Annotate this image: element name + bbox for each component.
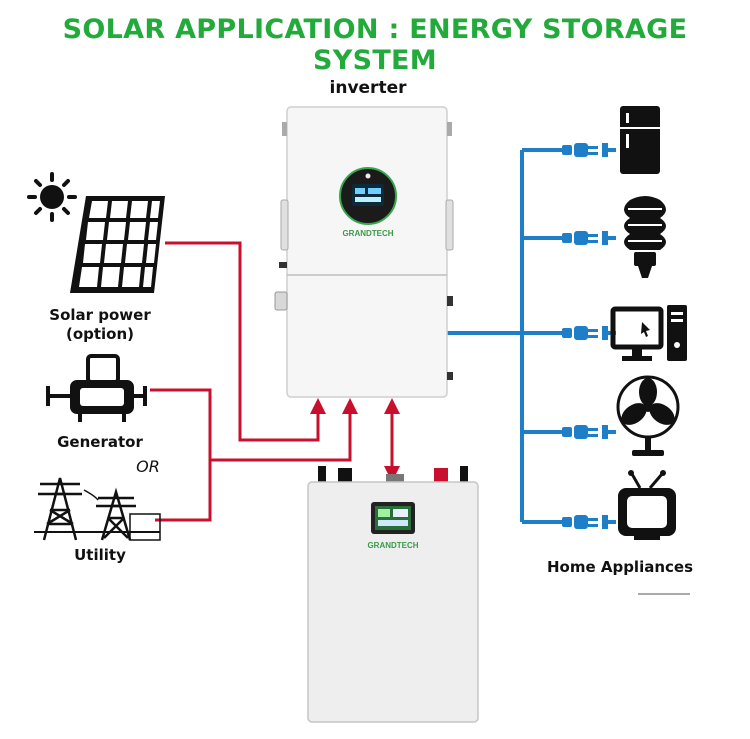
inverter-label: inverter [329, 78, 407, 98]
battery-unit: GRANDTECH [307, 466, 479, 723]
inverter-unit: GRANDTECH [274, 106, 454, 398]
solar-label: Solar power (option) [20, 306, 180, 344]
power-tower-icon [34, 477, 161, 541]
fan-icon [616, 375, 680, 456]
ac-wiring [447, 148, 562, 524]
solar-panel-icon [70, 196, 165, 293]
generator-label: Generator [57, 433, 143, 451]
tv-icon [618, 470, 676, 540]
page-title: SOLAR APPLICATION : ENERGY STORAGE SYSTE… [62, 14, 688, 76]
input-wiring [150, 241, 394, 522]
computer-icon [610, 305, 687, 361]
solar-label-line2: (option) [65, 325, 135, 343]
bulb-icon [624, 196, 666, 278]
solar-label-line1: Solar power [49, 306, 151, 324]
plug-icon [562, 143, 616, 529]
home-appliances-label: Home Appliances [546, 558, 694, 576]
utility-label: Utility [74, 546, 126, 564]
battery-brand: GRANDTECH [367, 541, 418, 550]
inverter-brand: GRANDTECH [342, 229, 393, 238]
inverter-display [339, 167, 397, 225]
fridge-icon [620, 106, 660, 174]
or-label: OR [136, 457, 160, 476]
sun-icon [27, 172, 77, 222]
generator-icon [46, 354, 147, 422]
